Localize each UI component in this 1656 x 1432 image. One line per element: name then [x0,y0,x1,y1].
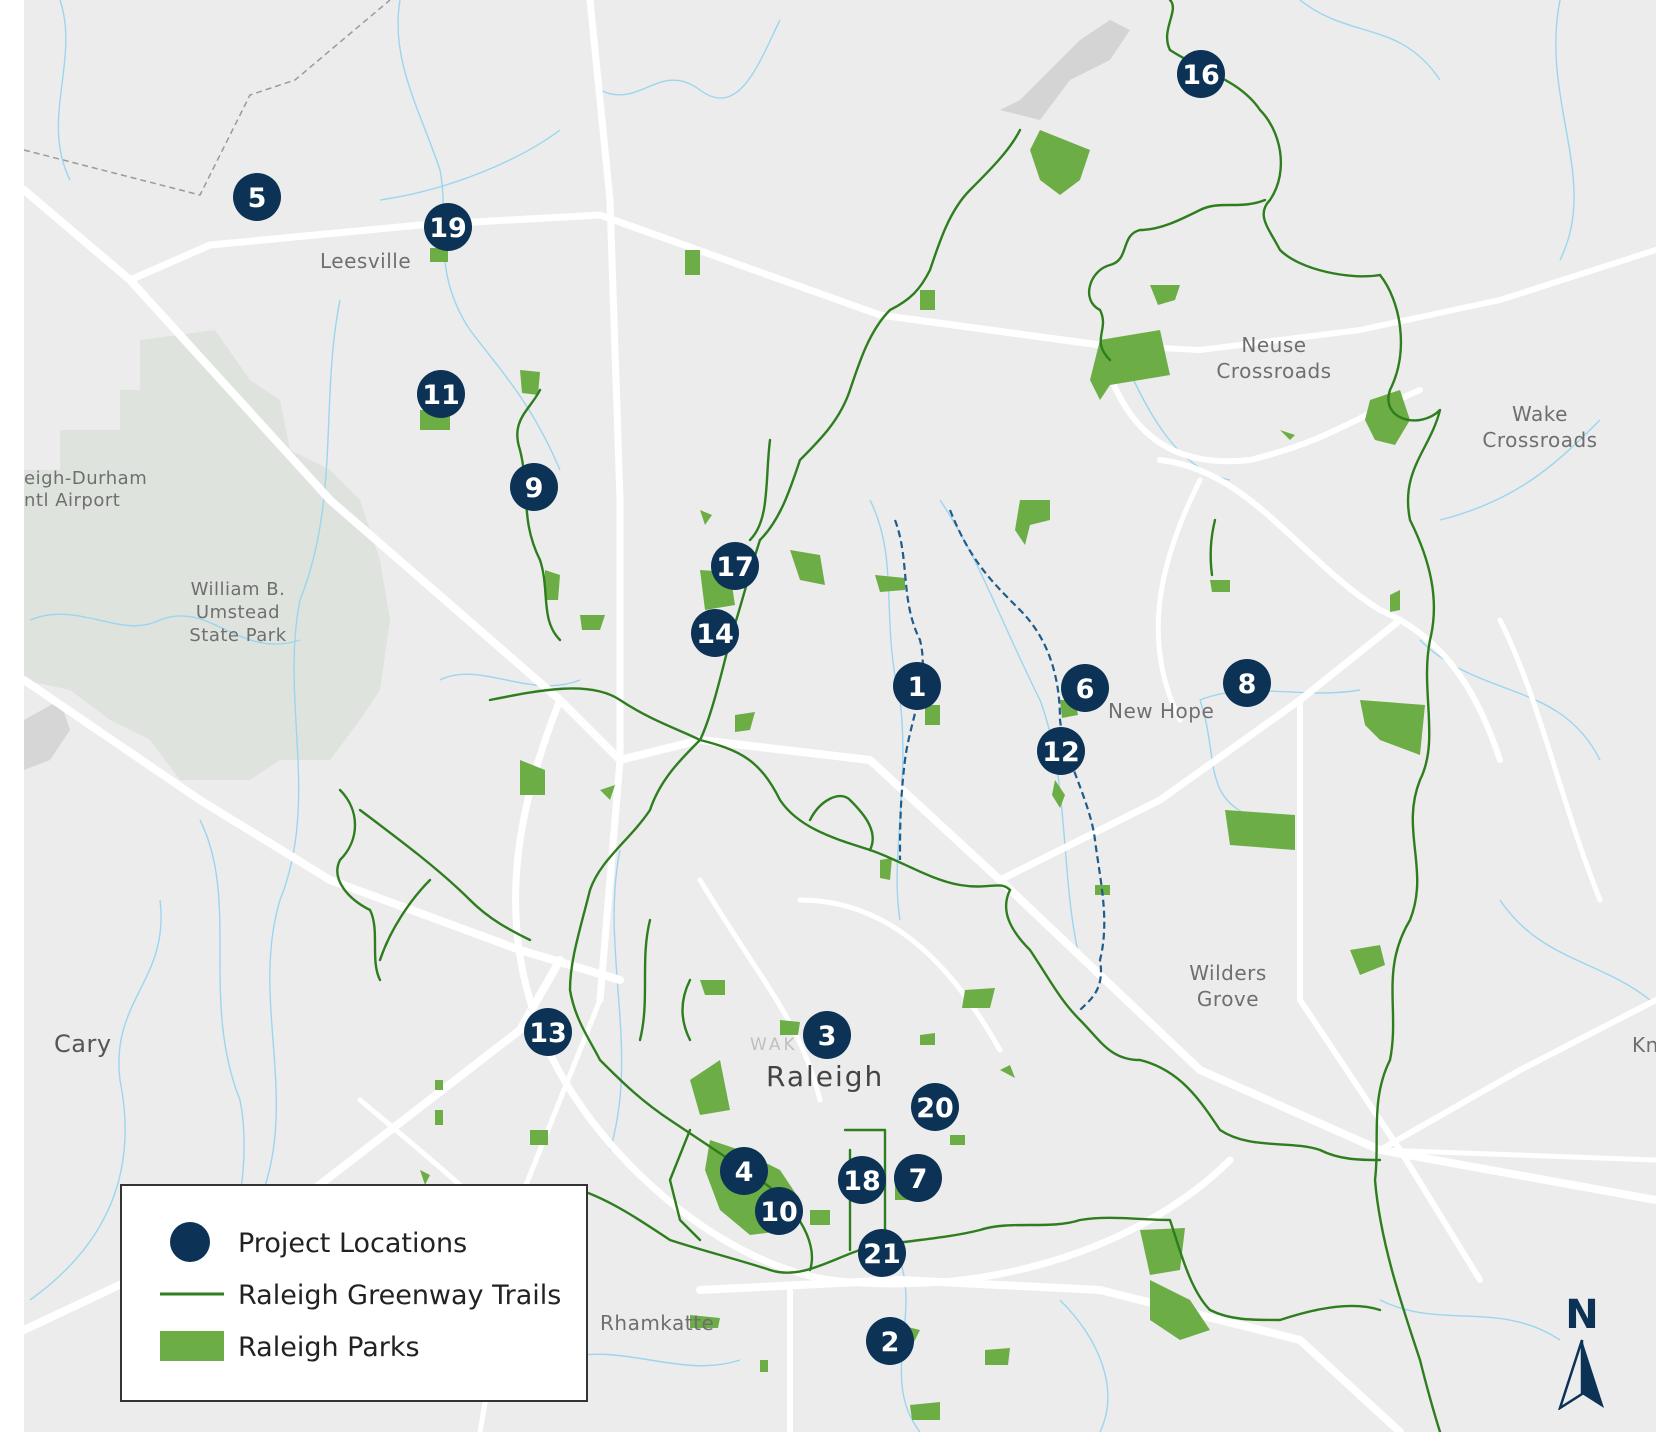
marker-number: 4 [735,1157,754,1188]
project-marker-21[interactable]: 21 [858,1229,906,1277]
project-marker-6[interactable]: 6 [1061,664,1109,712]
label-umstead-2: Umstead [196,602,280,623]
marker-circle-icon [1177,50,1225,98]
label-neuse-1: Neuse [1241,333,1306,357]
marker-number: 3 [818,1021,837,1052]
label-wilders-1: Wilders [1189,961,1267,985]
marker-circle-icon [894,1154,942,1202]
label-raleigh: Raleigh [766,1060,884,1093]
project-marker-10[interactable]: 10 [755,1187,803,1235]
legend-row-greenway-trails: Raleigh Greenway Trails [122,1274,586,1314]
airport-area [24,700,70,770]
project-marker-12[interactable]: 12 [1037,727,1085,775]
label-wake-crossroads-1: Wake [1512,402,1568,426]
marker-number: 13 [529,1018,567,1049]
marker-circle-icon [1061,664,1109,712]
marker-number: 18 [843,1166,881,1197]
legend-row-parks: Raleigh Parks [122,1326,586,1366]
legend-row-project-locations: Project Locations [122,1222,586,1262]
marker-circle-icon [893,662,941,710]
marker-number: 20 [916,1093,954,1124]
marker-circle-icon [911,1083,959,1131]
marker-circle-icon [803,1011,851,1059]
label-wake: WAK [750,1035,798,1055]
project-marker-18[interactable]: 18 [838,1156,886,1204]
marker-circle-icon [510,463,558,511]
label-kn: Kn [1632,1033,1656,1057]
marker-circle-icon [858,1229,906,1277]
project-marker-16[interactable]: 16 [1177,50,1225,98]
marker-number: 11 [422,380,460,411]
marker-number: 14 [696,619,734,650]
marker-number: 9 [525,473,544,504]
project-marker-5[interactable]: 5 [233,173,281,221]
marker-circle-icon [424,203,472,251]
marker-circle-icon [1037,727,1085,775]
umstead-state-park [24,330,390,780]
label-umstead-3: State Park [189,625,286,646]
marker-circle-icon [838,1156,886,1204]
marker-circle-icon [691,609,739,657]
label-wilders-2: Grove [1197,987,1259,1011]
marker-number: 8 [1238,669,1257,700]
project-marker-1[interactable]: 1 [893,662,941,710]
project-marker-7[interactable]: 7 [894,1154,942,1202]
label-new-hope: New Hope [1108,699,1214,723]
project-marker-2[interactable]: 2 [866,1317,914,1365]
label-leesville: Leesville [320,249,411,273]
marker-circle-icon [711,542,759,590]
marker-circle-icon [866,1317,914,1365]
marker-number: 7 [909,1164,928,1195]
marker-number: 12 [1042,737,1080,768]
project-marker-4[interactable]: 4 [720,1147,768,1195]
marker-circle-icon [233,173,281,221]
marker-number: 19 [429,213,467,244]
project-marker-20[interactable]: 20 [911,1083,959,1131]
trail-line-icon [160,1292,224,1296]
label-airport-1: eigh-Durham [24,468,147,489]
legend-label-project-locations: Project Locations [238,1228,468,1259]
marker-number: 6 [1076,674,1095,705]
label-cary: Cary [54,1030,112,1058]
project-marker-19[interactable]: 19 [424,203,472,251]
project-marker-9[interactable]: 9 [510,463,558,511]
county-boundary [23,0,391,196]
project-marker-8[interactable]: 8 [1223,659,1271,707]
project-marker-13[interactable]: 13 [524,1008,572,1056]
marker-circle-icon [755,1187,803,1235]
marker-symbol-icon [170,1222,210,1262]
label-wake-crossroads-2: Crossroads [1482,428,1597,452]
marker-number: 17 [716,552,754,583]
label-airport-2: ntl Airport [24,490,120,511]
north-arrow-label: N [1565,1292,1599,1338]
marker-number: 5 [248,183,267,214]
marker-number: 21 [863,1239,901,1270]
north-arrow: N [1552,1292,1612,1412]
legend-label-parks: Raleigh Parks [238,1332,420,1363]
falls-lake [1000,20,1130,120]
marker-circle-icon [720,1147,768,1195]
marker-number: 16 [1182,60,1220,91]
park-swatch-icon [160,1331,224,1361]
place-labels: Leesville eigh-Durham ntl Airport Willia… [24,249,1656,1335]
project-marker-17[interactable]: 17 [711,542,759,590]
label-rhamkatte: Rhamkatte [600,1311,714,1335]
label-neuse-2: Crossroads [1216,359,1331,383]
label-umstead-1: William B. [191,579,286,600]
marker-number: 2 [881,1327,900,1358]
marker-number: 1 [908,672,927,703]
project-marker-3[interactable]: 3 [803,1011,851,1059]
north-arrow-icon [1558,1339,1604,1410]
marker-number: 10 [760,1197,798,1228]
marker-circle-icon [417,370,465,418]
project-marker-11[interactable]: 11 [417,370,465,418]
marker-circle-icon [524,1008,572,1056]
marker-circle-icon [1223,659,1271,707]
project-marker-14[interactable]: 14 [691,609,739,657]
legend-label-greenway-trails: Raleigh Greenway Trails [238,1280,562,1311]
map-legend: Project Locations Raleigh Greenway Trail… [120,1184,588,1402]
